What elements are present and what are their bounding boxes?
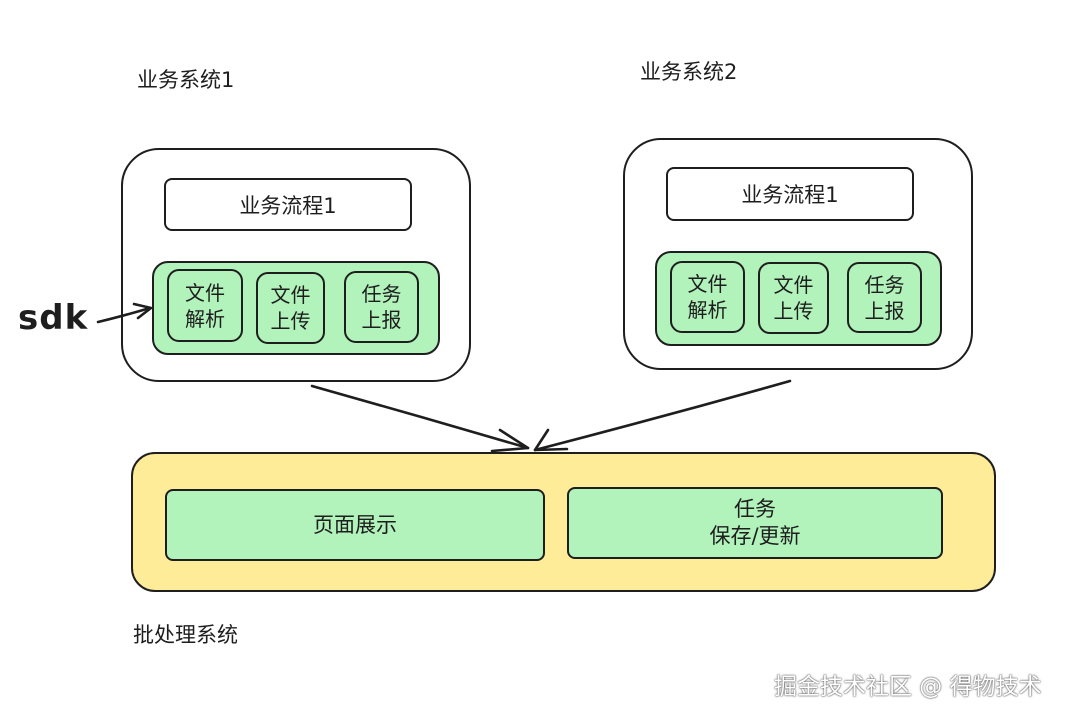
- system2-module-task-report: 任务 上报: [847, 262, 922, 333]
- sdk-label: sdk: [18, 298, 89, 338]
- module-line2: 解析: [185, 306, 225, 331]
- batch-module-line1: 任务: [734, 497, 776, 521]
- system1-module-task-report: 任务 上报: [344, 271, 419, 343]
- module-line1: 任务: [864, 272, 905, 297]
- module-line2: 解析: [687, 298, 728, 322]
- batch-module-line2: 保存/更新: [709, 524, 801, 548]
- system2-to-batch-arrow: [533, 379, 792, 452]
- batch-module-task-save: 任务 保存/更新: [567, 487, 943, 559]
- system2-module-file-upload: 文件 上传: [758, 262, 829, 334]
- watermark: 掘金技术社区 @ 得物技术: [774, 674, 1042, 700]
- system1-module-file-parse: 文件 解析: [167, 269, 243, 342]
- module-line1: 文件: [185, 280, 225, 305]
- system1-module-file-upload: 文件 上传: [256, 272, 325, 344]
- sdk-arrow: [96, 306, 152, 324]
- system2-title: 业务系统2: [640, 60, 738, 84]
- system2-flow: 业务流程1: [666, 167, 914, 221]
- module-line2: 上报: [361, 308, 402, 332]
- module-line2: 上传: [773, 299, 814, 323]
- module-line1: 文件: [773, 273, 814, 297]
- module-line2: 上传: [270, 309, 311, 333]
- batch-module-page-display: 页面展示: [165, 489, 545, 561]
- module-line1: 任务: [361, 282, 402, 306]
- sdk-arrowhead: [132, 302, 153, 320]
- system1-flow: 业务流程1: [164, 178, 412, 231]
- module-line1: 文件: [270, 283, 311, 307]
- system1-to-batch-arrow: [310, 384, 530, 450]
- module-line2: 上报: [864, 298, 905, 323]
- system2-module-file-parse: 文件 解析: [670, 261, 745, 333]
- batch-system-title: 批处理系统: [133, 623, 238, 647]
- system1-arrowhead: [490, 428, 530, 453]
- system2-arrowhead: [533, 428, 569, 452]
- module-line1: 文件: [687, 272, 728, 296]
- system1-title: 业务系统1: [137, 68, 235, 92]
